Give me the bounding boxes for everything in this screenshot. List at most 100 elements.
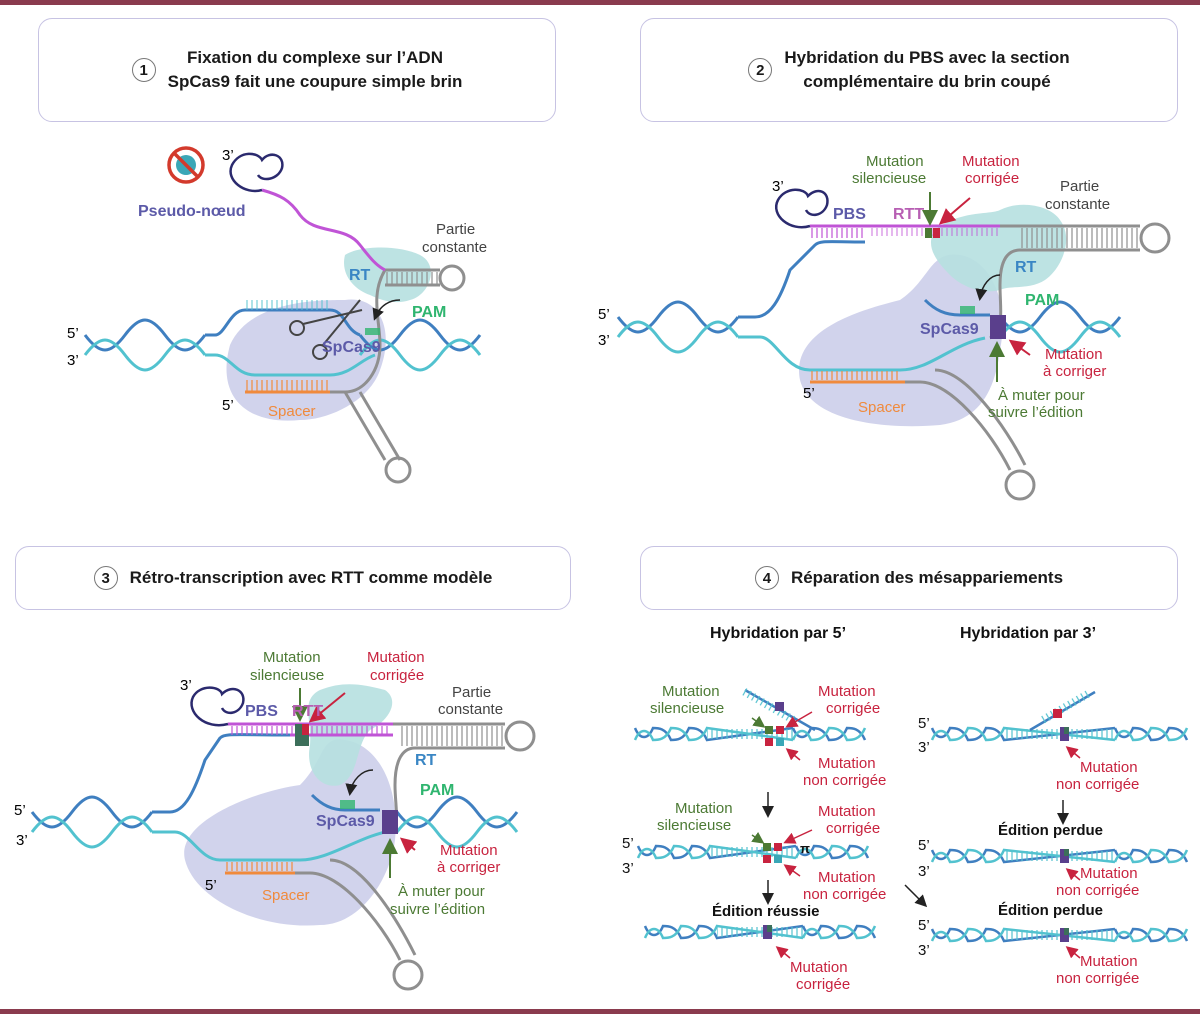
p4-r1-noncorr-label-2: non corrigée — [1056, 776, 1139, 793]
p4-l2-silent-arrow — [751, 831, 765, 844]
p3-to-correct-arrow — [399, 837, 418, 854]
step-1-title-line1: Fixation du complexe sur l’ADN — [186, 48, 443, 67]
p4-r1-noncorr-label-1: Mutation — [1080, 759, 1138, 776]
p4-l2-corr-arrow — [783, 829, 813, 844]
p4-l2-duplex-light-strand-end — [794, 844, 870, 860]
p4-l1-noncorr — [765, 738, 773, 746]
p4-r3-noncorr-arrow — [1065, 946, 1081, 959]
p1-spacer-label: Spacer — [268, 403, 316, 420]
p2-five-prime: 5’ — [598, 306, 610, 323]
p4-l2-five: 5’ — [622, 835, 634, 852]
step-3-title: Rétro-transcription avec RTT comme modèl… — [129, 568, 493, 587]
dna-helix-left-dark — [83, 318, 207, 352]
step-1-title-line2: SpCas9 fait une coupure simple brin — [167, 72, 463, 91]
p3-pseudoknot — [190, 686, 245, 727]
p4-r3-duplex-dark-strand — [930, 927, 1116, 943]
p4-r2-duplex-dark-strand-end — [1113, 848, 1189, 864]
p4-l2-silent — [763, 843, 771, 851]
p4-l1-silent — [765, 726, 773, 734]
p4-r1-duplex-dark-strand-end — [1113, 726, 1189, 742]
p4-diag-arrow — [904, 884, 928, 908]
p3-three-prime: 3’ — [16, 832, 28, 849]
p4-r3-duplex-light-strand-end — [1113, 927, 1189, 943]
p2-mutation-silent-2: silencieuse — [852, 170, 926, 187]
p4-l1-duplex-base-pairs — [707, 729, 793, 739]
p3-helix-left-light — [30, 815, 154, 849]
p2-mut-corriger-2: à corriger — [1043, 363, 1106, 380]
p4-r1-noncorr-arrow — [1065, 746, 1081, 759]
p4-r1-duplex-base-pairs — [1004, 729, 1115, 739]
step-2-title-line2: complémentaire du brin coupé — [803, 72, 1051, 91]
p4-r1-five: 5’ — [918, 715, 930, 732]
step-2-title-box: 2 Hybridation du PBS avec la section com… — [640, 18, 1178, 122]
p4-r3-edition-perdue-label: Édition perdue — [998, 902, 1103, 919]
p2-helix-right-light — [998, 320, 1122, 354]
p4-r3-mut-block-part — [1064, 928, 1069, 935]
p4-l1-duplex-dark-strand — [633, 726, 794, 742]
p4-r3-duplex-light-strand — [930, 927, 1116, 943]
p4-l1-noncorr-label-1: Mutation — [818, 755, 876, 772]
panel-3: 5’ 3’ 3’ 5’ PBS RTT Mutation silencieuse… — [14, 649, 536, 991]
p2-constante: constante — [1045, 196, 1110, 213]
p4-l3-duplex-light-strand-end — [801, 924, 877, 940]
p4-r3-duplex-base-pairs — [1004, 930, 1115, 940]
p4-r2-five: 5’ — [918, 837, 930, 854]
p2-curved-arrow — [975, 274, 1001, 301]
p4-l3-duplex-base-pairs — [717, 927, 803, 937]
p2-spacer-five-prime: 5’ — [803, 385, 815, 402]
p2-spacer-label: Spacer — [858, 399, 906, 416]
p2-corrected-mutation-mark — [933, 228, 940, 238]
guide-rna-scaffold — [330, 268, 440, 394]
p4-l2-duplex-dark-strand — [636, 844, 797, 860]
p4-l2-silent-label-1: Mutation — [675, 800, 733, 817]
p4-l3-corr-label-1: Mutation — [790, 959, 848, 976]
p4-l3-corr-arrow — [775, 946, 791, 959]
p4-l2-noncorr-label-2: non corrigée — [803, 886, 886, 903]
curved-arrow — [372, 299, 401, 321]
bottom-border-rule — [0, 1009, 1200, 1014]
p3-loop-2 — [392, 959, 424, 991]
p4-l2-silent-label-2: silencieuse — [657, 817, 731, 834]
p4-r1-flap-rungs — [1039, 689, 1092, 724]
p1-constante-label: constante — [422, 239, 487, 256]
guide-rna-loop-2 — [384, 456, 412, 484]
p3-bottom-strand — [152, 828, 396, 862]
p4-l1-duplex-dark-strand-end — [791, 726, 867, 742]
p4-l2-duplex-dark-strand-end — [794, 844, 870, 860]
p3-spcas9-blob — [184, 739, 396, 926]
p4-l1-noncorr-arrow — [785, 748, 801, 761]
p4-l3-corr-label-2: corrigée — [796, 976, 850, 993]
p1-rt-label: RT — [349, 267, 371, 284]
p3-pk-three-prime: 3’ — [180, 677, 192, 694]
p4-r1-duplex-dark-strand — [930, 726, 1116, 742]
p4-r2-duplex-base-pairs — [1004, 851, 1115, 861]
p4-l2-noncorr-label-1: Mutation — [818, 869, 876, 886]
step-4-title: Réparation des mésappariements — [790, 568, 1064, 587]
p3-constante: constante — [438, 701, 503, 718]
p3-spacer-five-prime: 5’ — [205, 877, 217, 894]
prohibition-icon — [167, 146, 205, 184]
panel-2: 5’ 3’ 3’ 5’ PBS RTT Mutation silencieuse… — [598, 153, 1171, 501]
p4-r2-duplex-light-strand — [930, 848, 1116, 864]
p4-l1-noncorr-2 — [776, 738, 784, 746]
p4-l2-nick-mark: π — [800, 841, 810, 856]
p4-r3-noncorr-label-1: Mutation — [1080, 953, 1138, 970]
p2-helix-left-light — [616, 320, 740, 354]
p4-edition-reussie-label: Édition réussie — [712, 903, 820, 920]
p3-mutation-silent-1: Mutation — [263, 649, 321, 666]
p1-partie-label: Partie — [436, 221, 475, 238]
p4-l2-corr-label-2: corrigée — [826, 820, 880, 837]
p4-l1-duplex-light-strand-end — [791, 726, 867, 742]
p2-loop-2 — [1004, 469, 1036, 501]
p2-mutation-corr-2: corrigée — [965, 170, 1019, 187]
p4-l1-flap-mut — [775, 702, 784, 711]
p4-l1-corr-label-2: corrigée — [826, 700, 880, 717]
p3-mutation-silent-2: silencieuse — [250, 667, 324, 684]
p4-l1-noncorr-label-2: non corrigée — [803, 772, 886, 789]
p3-target-mutation-block — [382, 810, 398, 834]
p4-l3-duplex-dark-strand — [643, 924, 804, 940]
p4-l1-duplex-light-strand — [633, 726, 794, 742]
p4-r1-three: 3’ — [918, 739, 930, 756]
p2-mutation-corr-1: Mutation — [962, 153, 1020, 170]
p3-helix-right-light — [395, 815, 519, 849]
